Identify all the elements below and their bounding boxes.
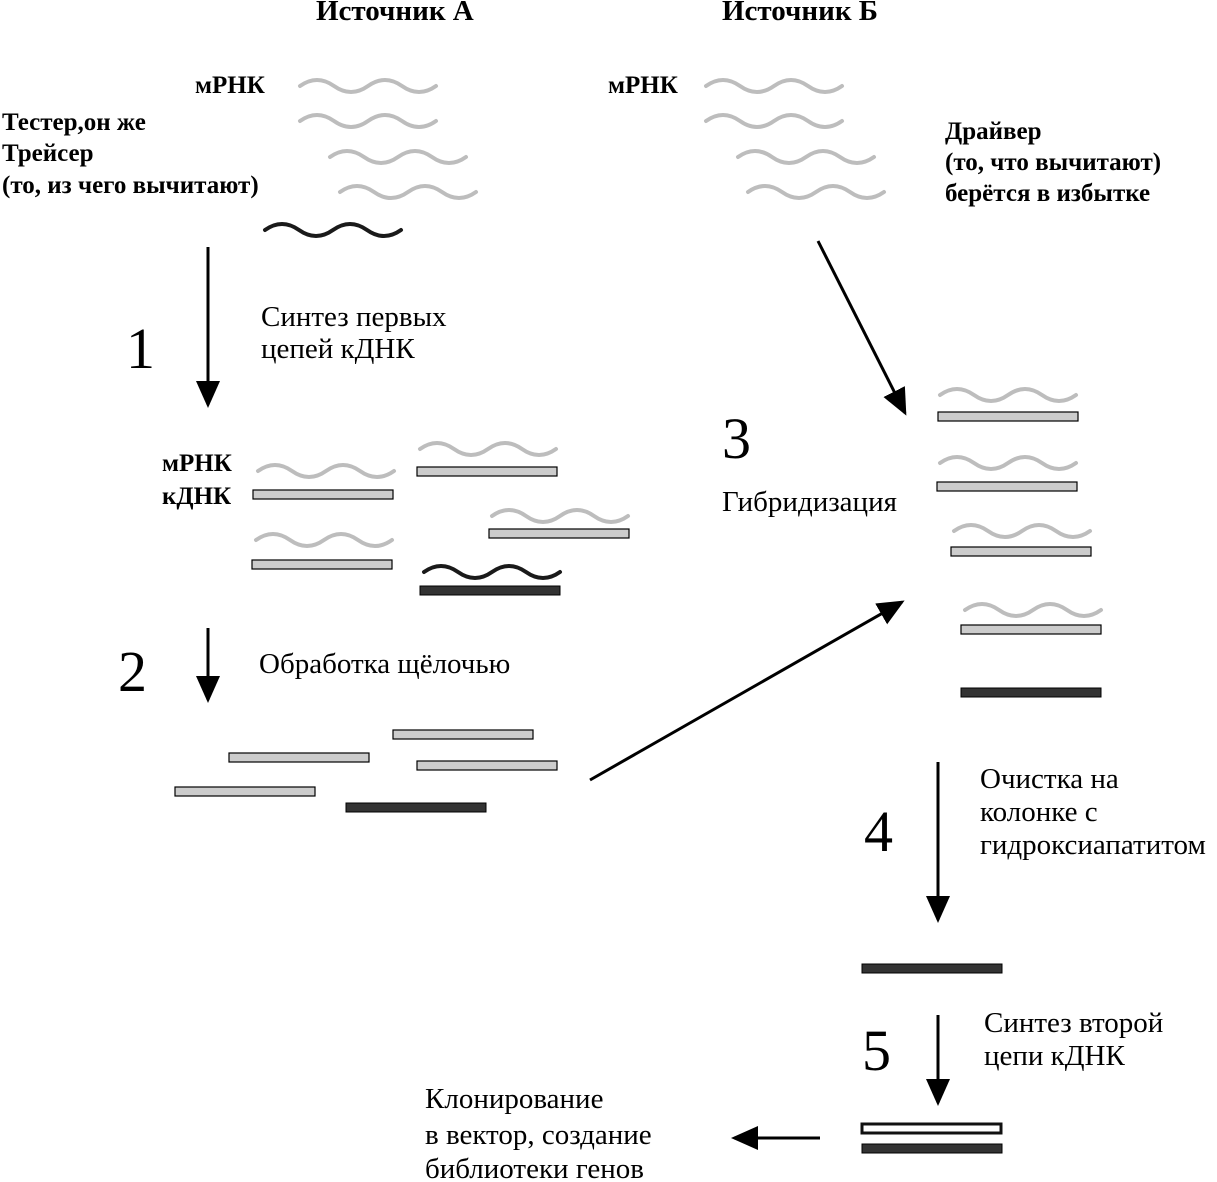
tester-cdna-strand <box>936 481 1078 492</box>
step-3-number: 3 <box>722 406 751 471</box>
hybridized-strands <box>936 387 1103 698</box>
single-strand-cdna-set <box>174 729 558 813</box>
step-1-text-line1: Синтез первых <box>261 301 447 333</box>
purified-unique-cdna <box>861 963 1003 974</box>
to-hybridization-arrow <box>589 600 905 782</box>
driver-label-line2: (то, что вычитают) <box>945 149 1161 176</box>
cdna-strand <box>228 752 370 763</box>
cloning-text-line1: Клонирование <box>425 1083 603 1115</box>
mrna-strand <box>254 532 394 548</box>
tester-label-line3: (то, из чего вычитают) <box>2 172 259 199</box>
driver-mrna-strand <box>938 455 1078 471</box>
mrna-strand <box>490 508 630 524</box>
mrna-hybrid-label: мРНК <box>162 450 232 477</box>
mrna-label-b: мРНК <box>608 72 678 99</box>
unique-cdna-strand <box>960 687 1102 698</box>
source-b-mrna-pool <box>704 78 886 200</box>
unique-mrna-strand <box>263 222 403 238</box>
mrna-strand <box>704 78 844 94</box>
driver-to-hybridization-arrow <box>816 240 907 416</box>
cloning-text-line2: в вектор, создание <box>425 1119 652 1151</box>
source-b-title: Источник Б <box>722 0 878 27</box>
cdna-strand <box>252 489 394 500</box>
step-5-number: 5 <box>862 1018 891 1083</box>
step-5-text-line2: цепи кДНК <box>984 1040 1125 1072</box>
cdna-strand <box>488 528 630 539</box>
driver-label-line3: берётся в избытке <box>945 180 1150 207</box>
tester-cdna-strand <box>960 624 1102 635</box>
step-5-text-line1: Синтез второй <box>984 1007 1163 1039</box>
step-4-text-line1: Очистка на <box>980 763 1119 795</box>
step-1-text-line2: цепей кДНК <box>261 333 415 365</box>
source-a-title: Источник А <box>316 0 474 27</box>
mrna-cdna-hybrids <box>251 441 630 596</box>
driver-mrna-strand <box>938 387 1078 403</box>
cdna-strand <box>416 760 558 771</box>
cdna-strand <box>174 786 316 797</box>
tester-label-line1: Тестер,он же <box>2 109 146 136</box>
step-4-text-line3: гидроксиапатитом <box>980 829 1206 861</box>
mrna-strand <box>298 78 438 94</box>
second-cdna-strand <box>860 1122 1003 1135</box>
step-3-text: Гибридизация <box>722 486 897 518</box>
step-1-number: 1 <box>126 316 155 381</box>
mrna-strand <box>256 463 396 479</box>
step-2-text: Обработка щёлочью <box>259 648 510 680</box>
step-4-number: 4 <box>864 799 893 864</box>
tester-label-line2: Трейсер <box>2 140 94 167</box>
cdna-strand <box>416 466 558 477</box>
cdna-hybrid-label: кДНК <box>162 483 231 510</box>
mrna-strand <box>328 149 468 165</box>
unique-cdna-strand <box>419 585 561 596</box>
mrna-strand <box>704 113 844 129</box>
tester-cdna-strand <box>950 546 1092 557</box>
driver-mrna-strand <box>963 602 1103 618</box>
mrna-label-a: мРНК <box>195 72 265 99</box>
first-cdna-strand <box>861 1143 1003 1154</box>
mrna-strand <box>418 441 558 457</box>
unique-cdna-strand <box>345 802 487 813</box>
driver-label-line1: Драйвер <box>945 118 1042 145</box>
mrna-strand <box>298 113 438 129</box>
cloning-text-line3: библиотеки генов <box>425 1153 644 1182</box>
cdna-strand <box>392 729 534 740</box>
mrna-strand <box>736 149 876 165</box>
cdna-strand <box>251 559 393 570</box>
step-2-number: 2 <box>118 639 147 704</box>
mrna-strand <box>338 184 478 200</box>
mrna-strand <box>746 184 886 200</box>
driver-mrna-strand <box>952 523 1092 539</box>
double-strand-cdna <box>860 1122 1003 1154</box>
source-a-mrna-pool <box>263 78 478 238</box>
step-4-text-line2: колонке с <box>980 796 1098 828</box>
tester-cdna-strand <box>937 411 1079 422</box>
unique-mrna-strand <box>422 564 562 580</box>
